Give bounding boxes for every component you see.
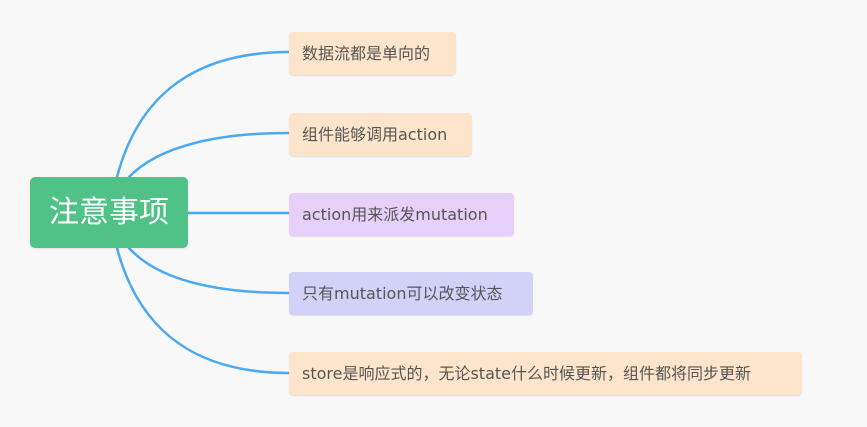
- subtopic-components-call-action[interactable]: 组件能够调用action: [289, 113, 472, 156]
- connector-line: [127, 131, 291, 179]
- connector-line: [127, 246, 291, 295]
- root-topic[interactable]: 注意事项: [30, 177, 188, 248]
- subtopic-store-reactive[interactable]: store是响应式的，无论state什么时候更新，组件都将同步更新: [289, 352, 802, 395]
- connector-line: [115, 246, 291, 375]
- subtopic-action-dispatches-mutation[interactable]: action用来派发mutation: [289, 193, 514, 236]
- subtopic-only-mutation-changes-state[interactable]: 只有mutation可以改变状态: [289, 272, 533, 315]
- connector-line: [115, 50, 291, 179]
- subtopic-one-way-data-flow[interactable]: 数据流都是单向的: [289, 32, 456, 75]
